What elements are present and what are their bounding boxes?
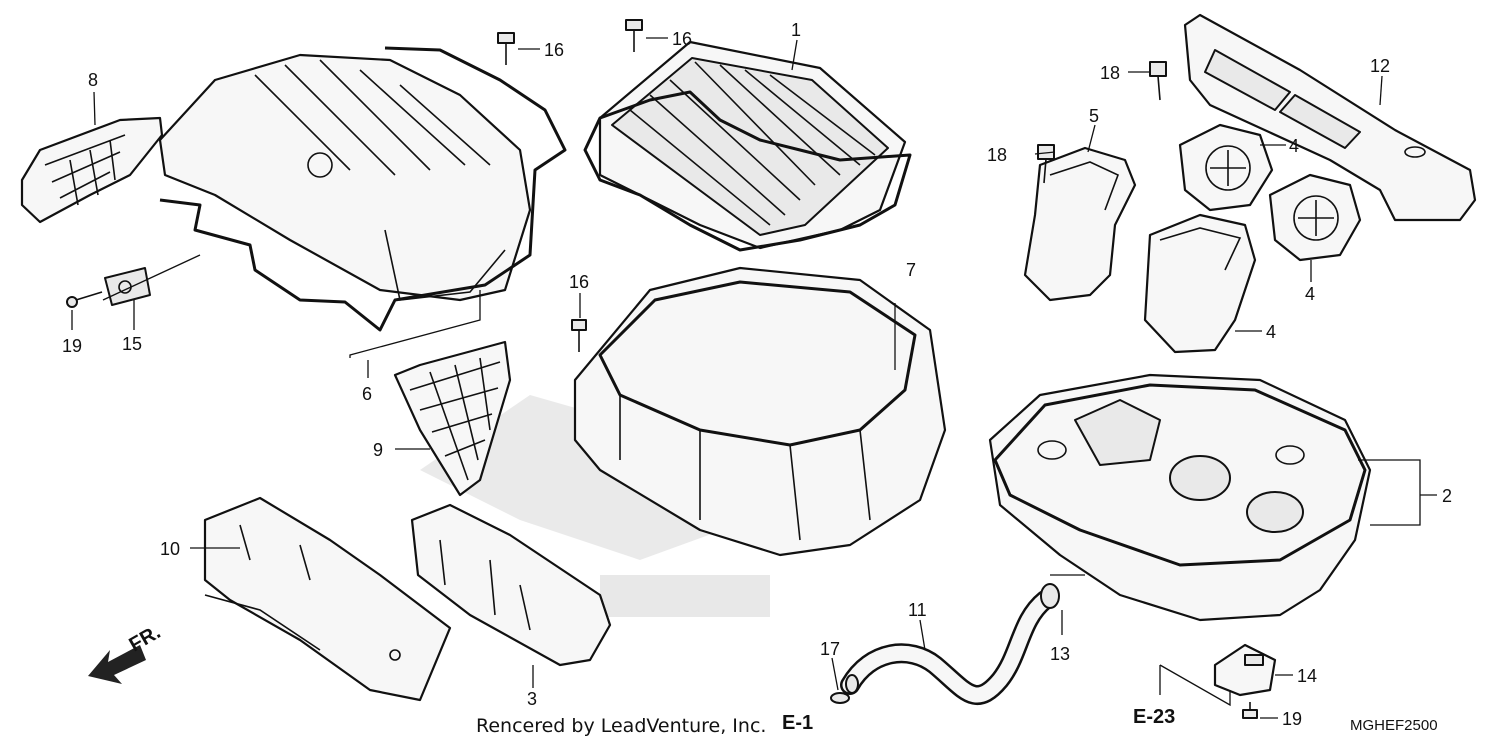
air-cleaner-case-part-2[interactable] [988,373,1372,622]
bolt-part-16b[interactable] [625,19,643,52]
callout-4c: 4 [1266,322,1276,342]
air-filter-element-part-1[interactable] [583,40,912,252]
callout-18a: 18 [1100,63,1120,83]
air-funnel-part-4a[interactable] [1178,123,1274,212]
leader-lines [71,37,1437,719]
front-arrow-icon [88,645,146,684]
callout-19b: 19 [1282,709,1302,729]
callouts: 1 2 3 4 4 4 5 6 7 8 9 10 11 12 13 14 15 … [62,20,1452,729]
callout-4b: 4 [1305,284,1315,304]
footer-credit: Rencered by LeadVenture, Inc. [476,715,766,737]
callout-12: 12 [1370,56,1390,76]
callout-6: 6 [362,384,372,404]
callout-15: 15 [122,334,142,354]
ref-e23[interactable]: E-23 [1133,706,1175,728]
callout-4a: 4 [1289,136,1299,156]
callout-2: 2 [1442,486,1452,506]
callout-5: 5 [1089,106,1099,126]
callout-13: 13 [1050,644,1070,664]
bolt-part-16a[interactable] [497,32,515,65]
screw-part-19b[interactable] [1242,702,1258,719]
intake-duct-part-8[interactable] [20,116,164,224]
callout-14: 14 [1297,666,1317,686]
callout-18b: 18 [987,145,1007,165]
air-funnel-part-4c[interactable] [1143,213,1257,354]
drain-hose-part-11[interactable] [840,590,1055,705]
callout-8: 8 [88,70,98,90]
bolt-part-18a[interactable] [1149,61,1167,101]
air-funnel-part-5[interactable] [1023,146,1137,302]
intake-screen-part-9[interactable] [393,340,512,497]
lower-guide-part-3[interactable] [410,503,612,667]
diagram-code: MGHEF2500 [1350,717,1438,734]
breather-fitting-part-15[interactable] [104,267,151,306]
callout-7: 7 [906,260,916,280]
screw-part-19a[interactable] [66,291,103,308]
clip-part-13[interactable] [1040,583,1060,609]
air-cleaner-case-part-7[interactable] [573,266,947,557]
callout-17: 17 [820,639,840,659]
ref-e1[interactable]: E-1 [782,712,813,734]
sensor-part-14[interactable] [1213,643,1277,697]
callout-16c: 16 [569,272,589,292]
cover-plate-part-12[interactable] [1183,13,1477,222]
callout-16b: 16 [672,29,692,49]
callout-16a: 16 [544,40,564,60]
callout-10: 10 [160,539,180,559]
air-funnel-part-4b[interactable] [1268,173,1362,262]
clip-part-17[interactable] [830,692,850,704]
heat-shield-part-10[interactable] [203,496,452,702]
callout-9: 9 [373,440,383,460]
callout-19a: 19 [62,336,82,356]
air-cleaner-cover-part-6[interactable] [158,46,567,332]
bolt-part-16c[interactable] [571,319,587,352]
callout-11: 11 [908,600,927,620]
callout-1: 1 [791,20,801,40]
callout-3: 3 [527,689,537,709]
